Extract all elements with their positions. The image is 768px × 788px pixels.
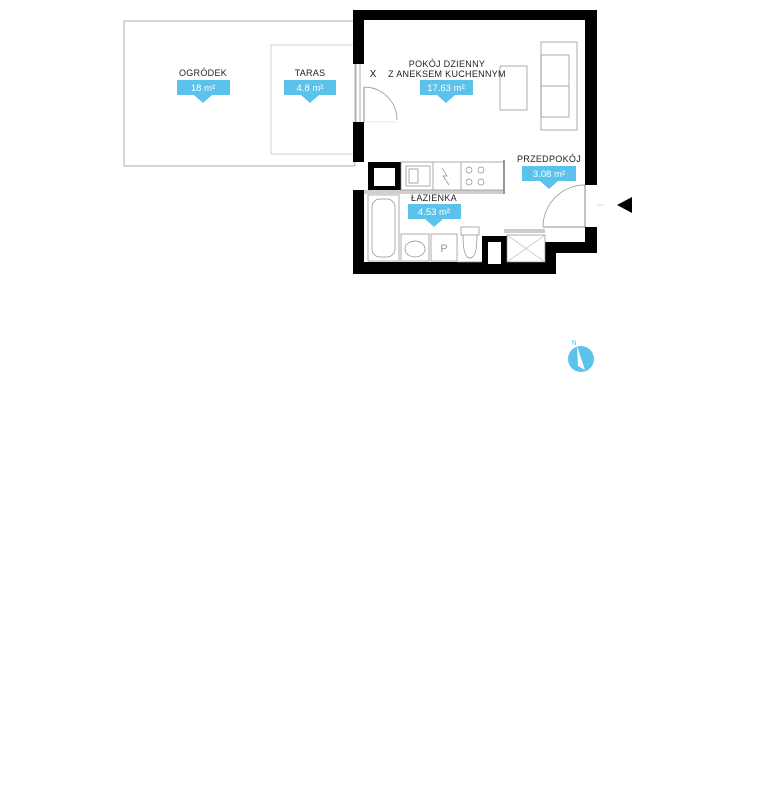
room-name-hall: PRZEDPOKÓJ [517,154,581,164]
room-name-terrace: TARAS [295,68,326,78]
room-name-living-line2: Z ANEKSEM KUCHENNYM [388,69,506,79]
compass-needle-icon [577,346,585,370]
balcony-door [355,64,398,123]
wardrobe [506,234,546,263]
room-name-living-line1: POKÓJ DZIENNY [409,59,485,69]
washer-spot [430,233,458,262]
bath-mark: P [440,243,447,255]
exterior-walls [353,10,597,274]
area-badge-bathroom [408,204,461,227]
area-badge-terrace [284,80,336,103]
label-living: POKÓJ DZIENNY Z ANEKSEM KUCHENNYM 17.63 … [388,59,506,103]
room-name-garden: OGRÓDEK [179,68,227,78]
compass-label: N [571,340,576,347]
room-area-garden: 18 m² [191,83,215,94]
room-area-terrace: 4.8 m² [297,83,324,94]
table [499,65,528,111]
washbasin [400,233,430,262]
area-badge-living [420,80,473,103]
room-area-hall: 3.08 m² [533,169,565,180]
area-badge-garden [177,80,230,103]
entrance-arrow-icon [617,197,632,213]
area-badge-hall [522,166,576,189]
kitchen-counter [400,161,505,191]
terrace-area [270,44,356,155]
label-garden: OGRÓDEK 18 m² [177,68,230,103]
shaft-bottom [482,236,507,264]
label-bathroom: ŁAZIENKA 4.53 m² [408,193,461,227]
bathtub [367,194,400,262]
label-hall: PRZEDPOKÓJ 3.08 m² [517,154,581,189]
compass: N [568,340,594,372]
room-area-living: 17.63 m² [427,83,465,94]
label-terrace: TARAS 4.8 m² [284,68,336,103]
entrance-door [542,184,604,228]
sofa [540,41,578,131]
toilet [458,226,482,263]
window-mark: X [370,69,377,80]
shaft [368,162,401,192]
room-name-bathroom: ŁAZIENKA [411,193,457,203]
room-area-bathroom: 4.53 m² [418,207,450,218]
